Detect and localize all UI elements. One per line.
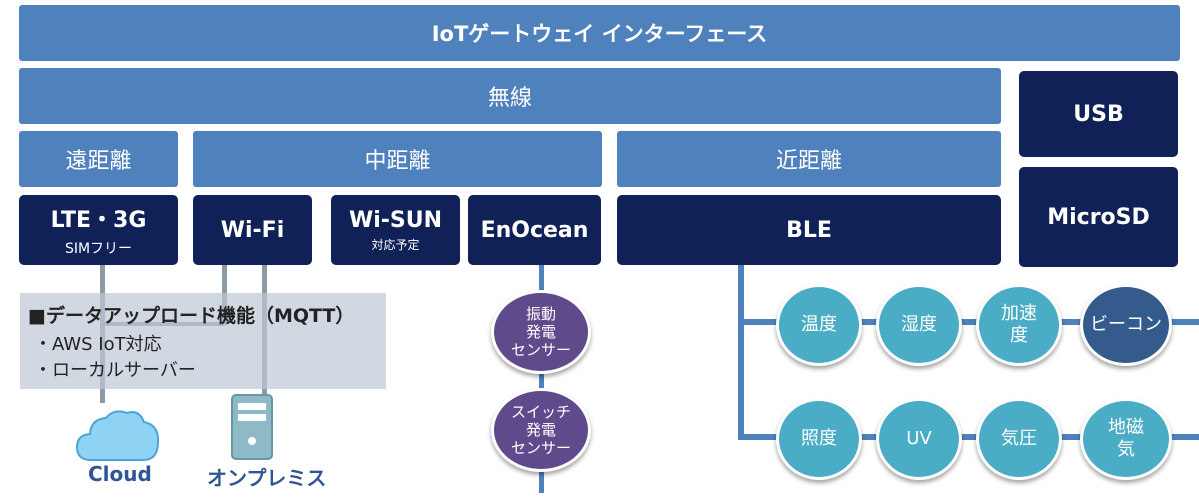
feature-item-local: ・ローカルサーバー (34, 360, 196, 381)
wifi-module: Wi-Fi (193, 195, 312, 265)
range-mid-label: 中距離 (364, 149, 431, 174)
cloud-icon (75, 410, 160, 461)
ble-sensor-label: ビーコン (1090, 314, 1162, 336)
enocean-label: EnOcean (480, 217, 589, 243)
wisun-label: Wi-SUN (348, 207, 443, 233)
ble-sensor-illuminance: 照度 (776, 398, 862, 480)
switch-sensor-label: スイッチ 発電 センサー (510, 403, 571, 457)
ble-sensor-label: 湿度 (901, 314, 937, 336)
ble-sensor-label: 加速 度 (1001, 303, 1037, 346)
wisun-module: Wi-SUN 対応予定 (331, 195, 460, 265)
ble-sensor-beacon: ビーコン (1080, 284, 1172, 366)
range-mid: 中距離 (193, 131, 602, 187)
ble-sensor-uv: UV (876, 398, 962, 480)
ble-sensor-acceleration: 加速 度 (976, 284, 1062, 366)
enocean-module: EnOcean (468, 195, 601, 265)
range-long-label: 遠距離 (65, 149, 132, 174)
lte-module: LTE・3G SIMフリー (19, 195, 178, 265)
ble-sensor-humidity: 湿度 (876, 284, 962, 366)
range-near-label: 近距離 (775, 149, 842, 174)
ble-module: BLE (617, 195, 1001, 265)
server-icon (231, 394, 273, 460)
gateway-title: IoTゲートウェイ インターフェース (19, 5, 1180, 61)
enocean-connector (539, 265, 544, 493)
wireless-header: 無線 (19, 68, 1001, 124)
ble-sensor-label: 照度 (801, 428, 837, 450)
lte-label: LTE・3G (50, 208, 147, 233)
ble-sensor-label: 温度 (801, 314, 837, 336)
onpremise-label: オンプレミス (207, 466, 327, 490)
vibration-sensor-label: 振動 発電 センサー (510, 305, 571, 359)
ble-sensor-label: UV (906, 428, 932, 450)
ble-trunk (738, 265, 744, 440)
usb-box: USB (1019, 71, 1178, 157)
wisun-sub: 対応予定 (371, 237, 420, 252)
range-near: 近距離 (617, 131, 1001, 187)
ble-row1-line (738, 319, 1199, 325)
wifi-label: Wi-Fi (220, 217, 285, 243)
microsd-box: MicroSD (1019, 167, 1178, 267)
microsd-label: MicroSD (1047, 204, 1150, 230)
range-long: 遠距離 (19, 131, 178, 187)
usb-label: USB (1073, 101, 1124, 127)
lte-sub: SIMフリー (64, 241, 133, 257)
wireless-label: 無線 (487, 86, 532, 111)
ble-sensor-label: 気圧 (1001, 428, 1037, 450)
gateway-title-text: IoTゲートウェイ インターフェース (431, 22, 768, 46)
vibration-sensor: 振動 発電 センサー (491, 290, 591, 374)
ble-sensor-geomagnetic: 地磁 気 (1080, 398, 1172, 480)
feature-item-aws: ・AWS IoT対応 (34, 334, 162, 355)
feature-title: ■データアップロード機能（MQTT） (28, 305, 355, 327)
ble-row2-line (738, 434, 1199, 440)
ble-sensor-temperature: 温度 (776, 284, 862, 366)
ble-label: BLE (786, 217, 832, 243)
feature-box: ■データアップロード機能（MQTT） ・AWS IoT対応 ・ローカルサーバー (20, 293, 386, 389)
cloud-label: Cloud (88, 462, 152, 486)
switch-sensor: スイッチ 発電 センサー (491, 388, 591, 472)
ble-sensor-label: 地磁 気 (1108, 417, 1144, 460)
ble-sensor-pressure: 気圧 (976, 398, 1062, 480)
